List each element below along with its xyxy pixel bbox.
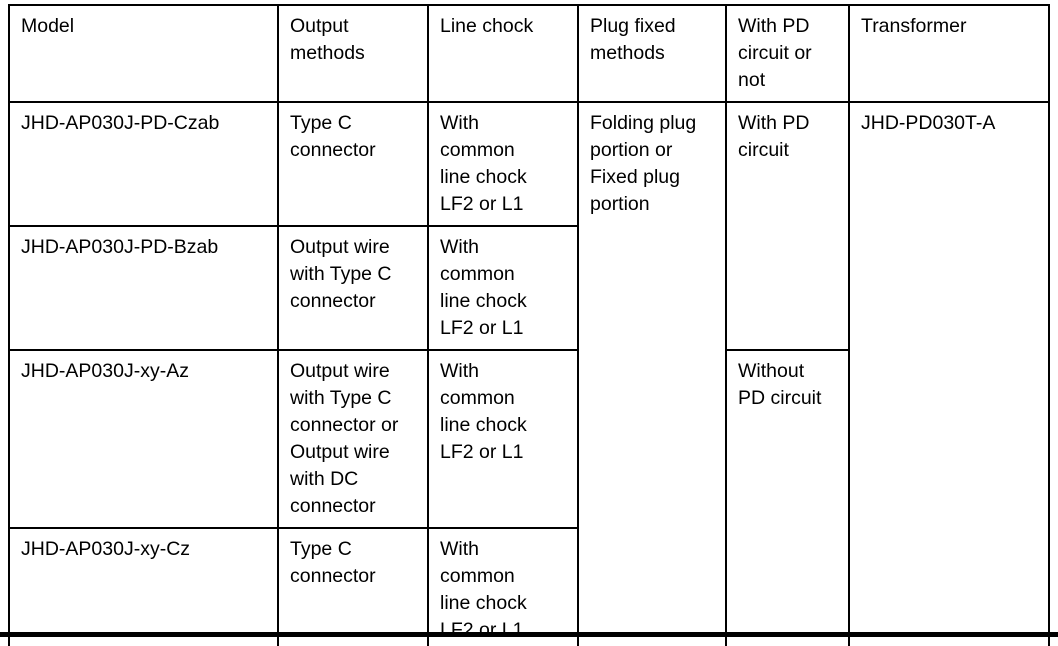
product-spec-table: Model Output methods Line chock Plug fix…: [8, 4, 1050, 646]
page-bottom-rule: [0, 632, 1058, 637]
cell-line-chock-r3: With common line chock LF2 or L1: [427, 349, 579, 529]
table-row-2: JHD-AP030J-PD-Bzab Output wire with Type…: [8, 225, 1049, 351]
cell-with-pd-circuit: With PD circuit: [725, 101, 850, 351]
header-line-chock: Line chock: [427, 4, 579, 103]
cell-output-methods-r1: Type C connector: [277, 101, 429, 227]
header-output-methods: Output methods: [277, 4, 429, 103]
cell-output-methods-r2: Output wire with Type C connector: [277, 225, 429, 351]
table-row-3: JHD-AP030J-xy-Az Output wire with Type C…: [8, 349, 1049, 646]
header-model: Model: [8, 4, 279, 103]
cell-plug-fixed-methods: Folding plug portion or Fixed plug porti…: [577, 101, 727, 646]
table-row-1: JHD-AP030J-PD-Czab Type C connector With…: [8, 101, 1050, 646]
cell-transformer: JHD-PD030T-A: [848, 101, 1050, 646]
cell-line-chock-r2: With common line chock LF2 or L1: [427, 225, 579, 351]
cell-output-methods-r3: Output wire with Type C connector or Out…: [277, 349, 429, 529]
cell-output-methods-r4: Type C connector: [277, 527, 429, 646]
table-row-4: JHD-AP030J-xy-Cz Type C connector With c…: [8, 527, 1049, 646]
cell-line-chock-r1: With common line chock LF2 or L1: [427, 101, 579, 227]
header-pd-circuit: With PD circuit or not: [725, 4, 850, 103]
cell-model-r4: JHD-AP030J-xy-Cz: [8, 527, 279, 646]
header-row: Model Output methods Line chock Plug fix…: [8, 4, 1050, 103]
header-plug-fixed-methods: Plug fixed methods: [577, 4, 727, 103]
header-transformer: Transformer: [848, 4, 1050, 103]
cell-model-r2: JHD-AP030J-PD-Bzab: [8, 225, 279, 351]
cell-model-r3: JHD-AP030J-xy-Az: [8, 349, 279, 529]
cell-line-chock-r4: With common line chock LF2 or L1: [427, 527, 579, 646]
cell-model-r1: JHD-AP030J-PD-Czab: [8, 101, 279, 227]
cell-without-pd-circuit: Without PD circuit: [725, 349, 850, 646]
